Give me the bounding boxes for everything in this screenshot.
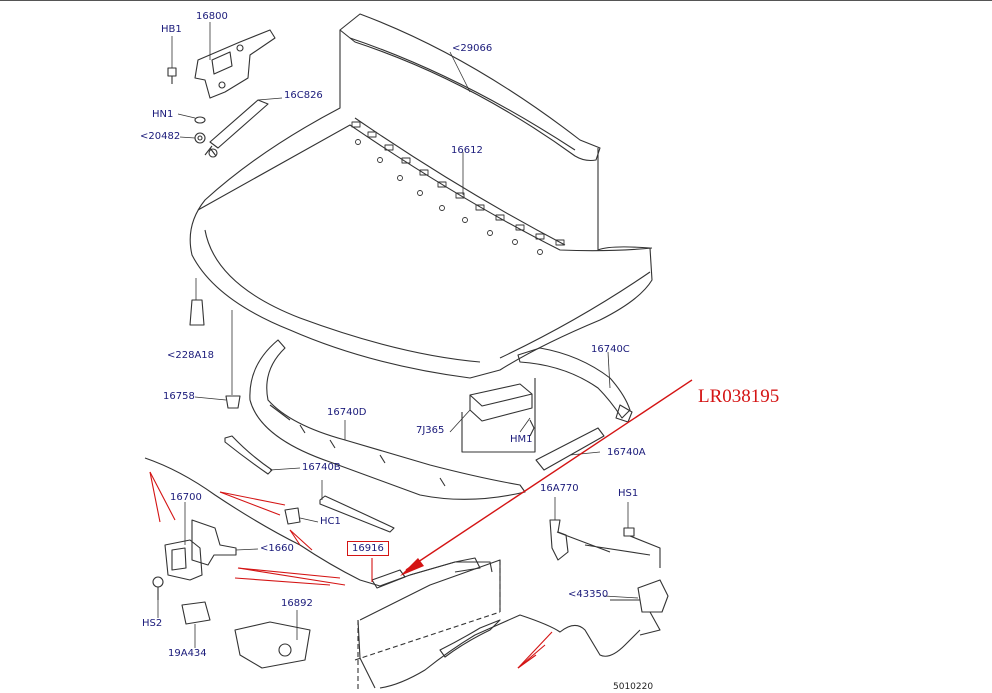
label-hn1: HN1 (152, 109, 174, 120)
seal-16740a (535, 427, 605, 471)
clip-hc1 (284, 507, 301, 525)
hood-trim-panel (339, 13, 601, 162)
seal-16740d (249, 339, 526, 500)
label-7j365: 7J365 (416, 425, 445, 436)
label-16916-highlighted: 16916 (347, 541, 389, 556)
seal-16740c (517, 347, 631, 419)
label-hs1: HS1 (618, 488, 639, 499)
screw-hs2 (152, 576, 164, 588)
label-43350: <43350 (568, 589, 609, 600)
label-16740c: 16740C (591, 344, 630, 355)
bracket-19a434 (181, 601, 211, 625)
hood-latch (164, 539, 203, 581)
hood-hinge (194, 29, 276, 99)
top-border (0, 0, 992, 1)
label-16a770: 16A770 (540, 483, 579, 494)
label-16758: 16758 (163, 391, 195, 402)
label-hc1: HC1 (320, 516, 341, 527)
label-228a18: <228A18 (167, 350, 215, 361)
label-16740d: 16740D (327, 407, 367, 418)
figure-number: 5010220 (613, 682, 654, 692)
bracket-16892 (234, 621, 311, 669)
label-hb1: HB1 (161, 24, 182, 35)
striker (549, 519, 569, 561)
label-1660: <1660 (260, 543, 294, 554)
label-16892: 16892 (281, 598, 313, 609)
label-hm1: HM1 (510, 434, 533, 445)
label-16700: 16700 (170, 492, 202, 503)
label-hs2: HS2 (142, 618, 163, 629)
label-16740b: 16740B (302, 462, 341, 473)
label-16612: 16612 (451, 145, 483, 156)
bolt-hb1 (167, 67, 177, 84)
label-20482: <20482 (140, 131, 181, 142)
seal-16740b (224, 435, 273, 475)
label-29066: <29066 (452, 43, 493, 54)
label-16800: 16800 (196, 11, 228, 22)
reference-code: LR038195 (698, 386, 780, 407)
label-16c826: 16C826 (284, 90, 323, 101)
label-16740a: 16740A (607, 447, 646, 458)
hood-panel (189, 30, 653, 379)
washer-jet (469, 383, 533, 422)
bump-stop (189, 299, 205, 326)
release-cable (144, 457, 481, 587)
clip-16758 (225, 395, 241, 409)
gas-strut (209, 99, 269, 149)
label-19a434: 19A434 (168, 648, 207, 659)
screw-hs1 (623, 527, 635, 537)
latch-43350 (637, 579, 669, 613)
